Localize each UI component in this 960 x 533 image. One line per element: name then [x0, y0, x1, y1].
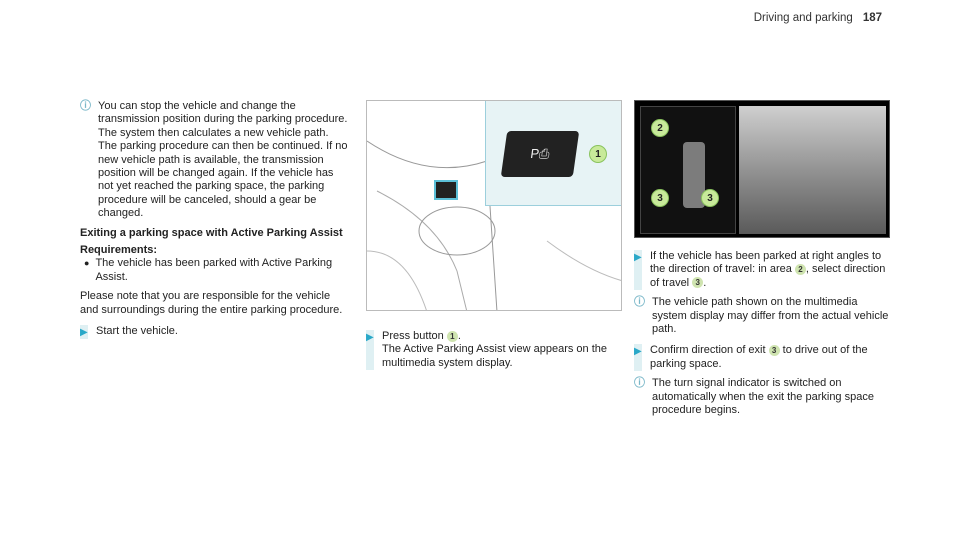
page-number: 187: [862, 12, 882, 24]
callout-badge: 1: [589, 145, 607, 163]
callout-badge: 2: [794, 264, 806, 275]
callout-badge: 3: [768, 345, 780, 357]
column-2-text: ▶ Press button 1. The Active Parking Ass…: [366, 322, 622, 376]
note: ⓘ The turn signal indicator is switched …: [634, 377, 890, 417]
arrow-right-icon: ▶: [634, 252, 642, 263]
car-icon: [683, 142, 705, 208]
step-bar: ▶: [366, 330, 374, 371]
callout-badge: 3: [651, 189, 669, 207]
step-text-c: .: [703, 276, 707, 289]
step-text-b: to drive out of the parking space.: [650, 344, 868, 370]
requirement-text: The vehicle has been parked with Active …: [95, 257, 333, 283]
requirements-heading: Requirements:: [80, 244, 158, 257]
note-text: The vehicle path shown on the multimedia…: [652, 296, 889, 336]
note-text: You can stop the vehicle and change the …: [98, 100, 348, 220]
step-text-a: Confirm direction of exit: [650, 344, 766, 357]
arrow-right-icon: ▶: [80, 327, 88, 339]
step: ▶ Press button 1. The Active Parking Ass…: [366, 330, 622, 371]
arrow-right-icon: ▶: [366, 332, 374, 343]
step-text-a: If the vehicle has been parked at right …: [650, 250, 882, 276]
step-text-b: , select direction of travel: [650, 263, 886, 289]
note: ⓘ You can stop the vehicle and change th…: [80, 100, 348, 221]
paragraph: Please note that you are responsible for…: [80, 290, 343, 316]
callout-badge: 2: [651, 119, 669, 137]
section-heading: Exiting a parking space with Active Park…: [80, 226, 343, 239]
button-inset: P⎙ 1: [485, 101, 621, 206]
camera-view: [739, 106, 886, 234]
requirement-item: ● The vehicle has been parked with Activ…: [80, 257, 348, 284]
step-line2: The Active Parking Assist view appears o…: [382, 343, 608, 369]
step-text: Confirm direction of exit 3 to drive out…: [650, 344, 890, 371]
step-text: If the vehicle has been parked at right …: [650, 250, 890, 290]
callout-badge: 3: [692, 277, 704, 289]
multimedia-display-figure: 2 3 3: [634, 100, 890, 238]
note-text: The turn signal indicator is switched on…: [652, 377, 874, 417]
step-prefix: Press button: [382, 330, 444, 342]
bullet-icon: ●: [84, 258, 90, 269]
step-bar: ▶: [634, 250, 642, 291]
callout-badge: 3: [701, 189, 719, 207]
page-header: Driving and parking 187: [754, 12, 882, 24]
console-illustration: [367, 140, 621, 310]
step-bar: ▶: [80, 325, 88, 339]
section-title: Driving and parking: [753, 12, 853, 24]
info-icon: ⓘ: [80, 100, 91, 112]
column-3-text: ▶ If the vehicle has been parked at righ…: [634, 242, 890, 423]
parking-button-icon: P⎙: [500, 131, 580, 177]
column-1: ⓘ You can stop the vehicle and change th…: [80, 100, 348, 345]
step: ▶ If the vehicle has been parked at righ…: [634, 250, 890, 291]
callout-badge: 1: [446, 330, 458, 342]
arrow-right-icon: ▶: [634, 346, 642, 358]
info-icon: ⓘ: [634, 377, 645, 390]
step-bar: ▶: [634, 344, 642, 372]
step: ▶ Confirm direction of exit 3 to drive o…: [634, 344, 890, 372]
console-figure: P⎙ 1: [366, 100, 622, 311]
info-icon: ⓘ: [634, 296, 645, 309]
step: ▶ Start the vehicle.: [80, 325, 348, 339]
step-text: Start the vehicle.: [96, 325, 178, 338]
note: ⓘ The vehicle path shown on the multimed…: [634, 296, 890, 336]
step-suffix: .: [457, 330, 461, 342]
step-text: Press button 1. The Active Parking Assis…: [382, 330, 622, 370]
